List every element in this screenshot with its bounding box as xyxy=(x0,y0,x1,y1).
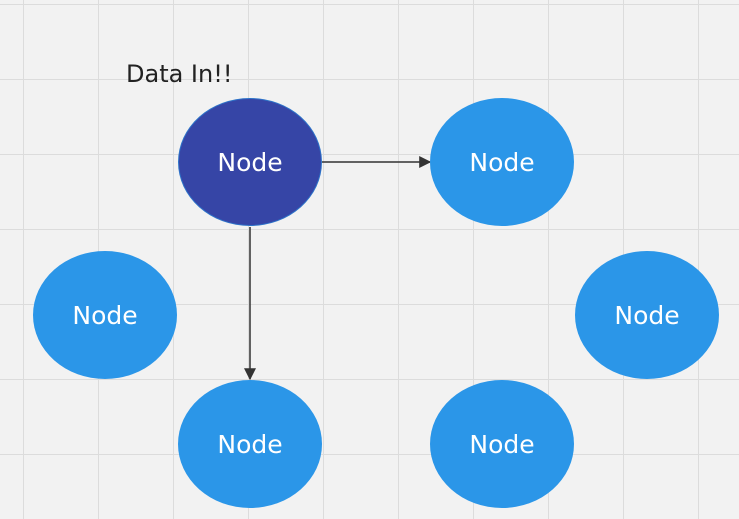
node-bottom-left[interactable]: Node xyxy=(178,380,322,508)
node-label: Node xyxy=(72,300,138,330)
node-middle-right[interactable]: Node xyxy=(575,251,719,379)
node-top-right[interactable]: Node xyxy=(430,98,574,226)
data-in-annotation[interactable]: Data In!! xyxy=(126,60,233,88)
node-bottom-right[interactable]: Node xyxy=(430,380,574,508)
node-label: Node xyxy=(469,429,535,459)
node-label: Node xyxy=(217,147,283,177)
node-label: Node xyxy=(469,147,535,177)
node-top-left-selected[interactable]: Node xyxy=(178,98,322,226)
node-label: Node xyxy=(217,429,283,459)
node-label: Node xyxy=(614,300,680,330)
node-middle-left[interactable]: Node xyxy=(33,251,177,379)
